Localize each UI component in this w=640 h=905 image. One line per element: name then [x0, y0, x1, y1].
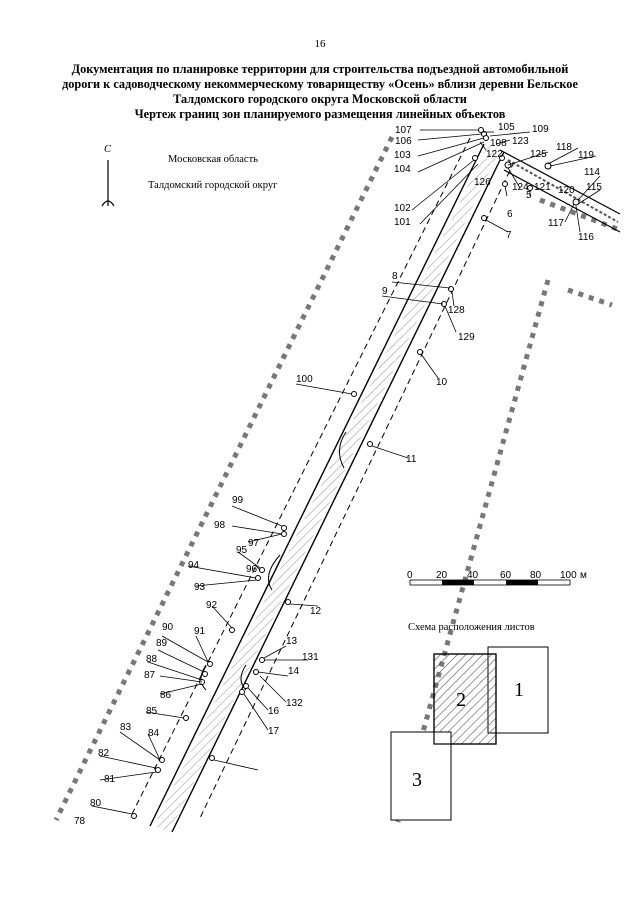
- boundary-points: [131, 127, 580, 819]
- point-label: 124: [512, 182, 529, 193]
- point-label: 16: [268, 706, 280, 717]
- sheet-layout-title: Схема расположения листов: [408, 622, 535, 633]
- point-label: 5: [526, 190, 532, 201]
- point-label: 123: [512, 136, 529, 147]
- point-label: 10: [436, 377, 448, 388]
- point-label: 90: [162, 622, 174, 633]
- point-label: 101: [394, 217, 411, 228]
- point-label: 96: [246, 564, 258, 575]
- municipal-boundary: [53, 135, 621, 823]
- point-label: 92: [206, 600, 218, 611]
- point-label: 117: [548, 218, 564, 229]
- point-label: 120: [558, 185, 575, 196]
- point-label: 104: [394, 164, 411, 175]
- sheet-layout-scheme: Схема расположения листов 1 2 3: [390, 622, 549, 821]
- point-label: 99: [232, 495, 244, 506]
- point-label: 106: [395, 136, 412, 147]
- point-label: 100: [296, 374, 313, 385]
- title-line-4: Чертеж границ зон планируемого размещени…: [134, 107, 506, 121]
- point-label: 85: [146, 706, 158, 717]
- scale-tick: 20: [436, 570, 448, 581]
- point-label: 131: [302, 652, 319, 663]
- point-label: 88: [146, 654, 158, 665]
- north-arrow-label: С: [104, 144, 112, 155]
- page-number: 16: [314, 38, 326, 50]
- point-label: 80: [90, 798, 102, 809]
- point-label: 11: [406, 454, 417, 465]
- point-label: 126: [474, 177, 491, 188]
- scale-tick: 0: [407, 570, 413, 581]
- point-label: 78: [74, 816, 86, 827]
- point-labels: 107 106 103 104 102 101 105 109 108 123 …: [74, 122, 602, 827]
- sheet-number-current: 2: [456, 689, 466, 711]
- point-label: 14: [288, 666, 300, 677]
- document-title: Документация по планировке территории дл…: [40, 62, 600, 122]
- point-label: 102: [394, 203, 411, 214]
- point-label: 132: [286, 698, 303, 709]
- point-label: 105: [498, 122, 515, 133]
- point-label: 94: [188, 560, 200, 571]
- scale-unit: м: [580, 570, 587, 581]
- scale-tick: 40: [467, 570, 479, 581]
- point-label: 9: [382, 286, 388, 297]
- point-label: 116: [578, 232, 594, 243]
- point-label: 7: [506, 230, 512, 241]
- point-label: 98: [214, 520, 226, 531]
- scale-tick: 100: [560, 570, 577, 581]
- road: [129, 137, 621, 833]
- point-label: 87: [144, 670, 156, 681]
- point-label: 81: [104, 774, 116, 785]
- point-label: 128: [448, 305, 465, 316]
- north-arrow-icon: С: [101, 144, 115, 207]
- point-label: 13: [286, 636, 298, 647]
- point-label: 6: [507, 209, 513, 220]
- point-label: 12: [310, 606, 322, 617]
- sheet-number: 3: [412, 769, 422, 791]
- title-line-3: Талдомского городского округа Московской…: [173, 92, 467, 106]
- point-label: 86: [160, 690, 172, 701]
- point-label: 17: [268, 726, 280, 737]
- region-label-okrug: Талдомский городской округ: [148, 180, 278, 191]
- scale-tick: 80: [530, 570, 542, 581]
- scale-tick: 60: [500, 570, 512, 581]
- point-label: 121: [534, 182, 551, 193]
- point-label: 129: [458, 332, 475, 343]
- point-label: 82: [98, 748, 110, 759]
- point-label: 109: [532, 124, 549, 135]
- sheet-number: 1: [514, 679, 524, 701]
- point-label: 97: [248, 538, 260, 549]
- point-label: 125: [530, 149, 547, 160]
- point-label: 103: [394, 150, 411, 161]
- point-label: 115: [586, 182, 602, 193]
- point-label: 93: [194, 582, 206, 593]
- point-label: 114: [584, 167, 600, 178]
- scale-bar: 0 20 40 60 80 100 м: [407, 570, 587, 586]
- point-label: 84: [148, 728, 160, 739]
- point-label: 107: [395, 125, 412, 136]
- point-label: 95: [236, 545, 248, 556]
- point-label: 119: [578, 150, 594, 161]
- title-line-2: дороги к садоводческому некоммерческому …: [62, 77, 578, 91]
- point-label: 122: [486, 149, 503, 160]
- point-label: 108: [490, 138, 507, 149]
- point-label: 83: [120, 722, 132, 733]
- point-label: 8: [392, 271, 398, 282]
- region-label-oblast: Московская область: [168, 154, 258, 165]
- leader-lines: [91, 129, 601, 815]
- point-label: 89: [156, 638, 168, 649]
- title-line-1: Документация по планировке территории дл…: [71, 62, 569, 76]
- point-label: 91: [194, 626, 206, 637]
- point-label: 118: [556, 142, 572, 153]
